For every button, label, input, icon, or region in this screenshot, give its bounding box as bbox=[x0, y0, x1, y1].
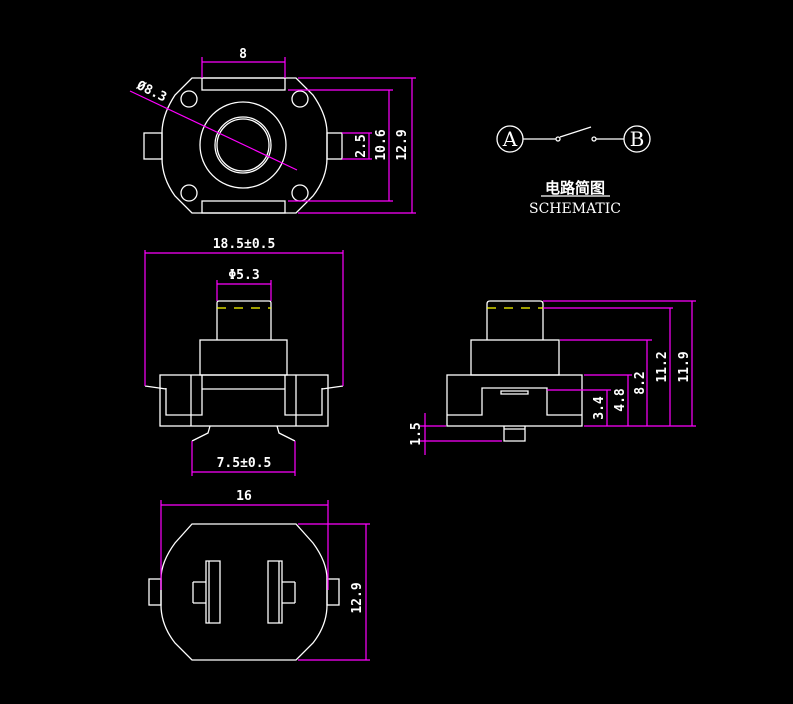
terminal-right bbox=[267, 560, 296, 624]
left-tab bbox=[148, 578, 162, 606]
dim-line-overall bbox=[144, 250, 344, 386]
dim-label-11-2: 11.2 bbox=[655, 351, 670, 382]
switch-symbol bbox=[523, 126, 624, 140]
side-middle bbox=[470, 339, 560, 376]
dim-label-12-9-bottom: 12.9 bbox=[350, 582, 365, 613]
dim-label-12-9: 12.9 bbox=[395, 129, 410, 160]
button-inner-circle bbox=[216, 118, 270, 172]
body-circle bbox=[199, 101, 287, 189]
side-cap bbox=[486, 300, 544, 340]
dim-label-cap: Φ5.3 bbox=[228, 268, 259, 283]
dim-label-4-8: 4.8 bbox=[613, 388, 628, 412]
top-outline bbox=[161, 77, 328, 214]
dim-line-2-5 bbox=[342, 132, 372, 160]
middle-body bbox=[199, 339, 288, 376]
side-details bbox=[447, 387, 582, 442]
dim-label-8: 8 bbox=[239, 47, 247, 62]
mount-hole bbox=[180, 90, 198, 108]
front-view: 18.5±0.5 Φ5.3 7.5±0.5 bbox=[144, 237, 344, 476]
top-view: 8 12.9 10.6 2.5 Ø8.3 bbox=[129, 47, 416, 214]
base-details bbox=[144, 375, 344, 442]
dim-label-8-2: 8.2 bbox=[633, 371, 648, 394]
side-view: 1.5 3.4 4.8 8.2 11.2 11.9 bbox=[409, 300, 696, 455]
dim-line-8 bbox=[201, 57, 286, 78]
top-slot bbox=[201, 77, 286, 91]
left-tab bbox=[143, 132, 163, 160]
dim-label-2-5: 2.5 bbox=[354, 134, 369, 157]
bottom-view: 16 12.9 bbox=[148, 489, 370, 661]
dim-line-pins bbox=[191, 441, 296, 476]
dim-label-10-6: 10.6 bbox=[374, 129, 389, 160]
contact-dot bbox=[555, 136, 561, 142]
dim-line-cap bbox=[216, 280, 272, 301]
dim-label-11-9: 11.9 bbox=[677, 351, 692, 382]
dim-line-12-9-bottom bbox=[298, 523, 370, 661]
dim-label-pins: 7.5±0.5 bbox=[217, 456, 272, 471]
terminal-b-label: B bbox=[630, 127, 645, 151]
terminal-left bbox=[192, 560, 221, 624]
bottom-slot bbox=[201, 200, 286, 214]
schematic-title-cn: 电路简图 bbox=[545, 179, 605, 197]
dim-label-16: 16 bbox=[236, 489, 252, 504]
dim-line-1-5 bbox=[420, 413, 502, 455]
schematic-title-en: SCHEMATIC bbox=[529, 201, 621, 217]
dim-line-16 bbox=[160, 500, 329, 590]
mount-hole bbox=[291, 90, 309, 108]
bottom-outline bbox=[160, 523, 328, 661]
side-dim-lines bbox=[543, 300, 696, 427]
right-tab bbox=[326, 132, 343, 160]
dim-line-12-9 bbox=[298, 77, 416, 214]
right-tab bbox=[326, 578, 340, 606]
cap bbox=[216, 300, 272, 340]
mount-hole bbox=[180, 184, 198, 202]
dim-label-1-5: 1.5 bbox=[409, 422, 424, 445]
base bbox=[159, 374, 329, 427]
terminal-a-label: A bbox=[502, 127, 518, 151]
dim-label-overall: 18.5±0.5 bbox=[213, 237, 276, 252]
mount-hole bbox=[291, 184, 309, 202]
side-base bbox=[446, 374, 583, 427]
dim-line-10-6 bbox=[288, 89, 393, 202]
button-circle bbox=[214, 116, 272, 174]
diameter-leader bbox=[129, 90, 298, 171]
contact-dot bbox=[591, 136, 597, 142]
schematic: A B 电路简图 SCHEMATIC bbox=[496, 125, 651, 217]
dim-label-3-4: 3.4 bbox=[592, 396, 607, 420]
